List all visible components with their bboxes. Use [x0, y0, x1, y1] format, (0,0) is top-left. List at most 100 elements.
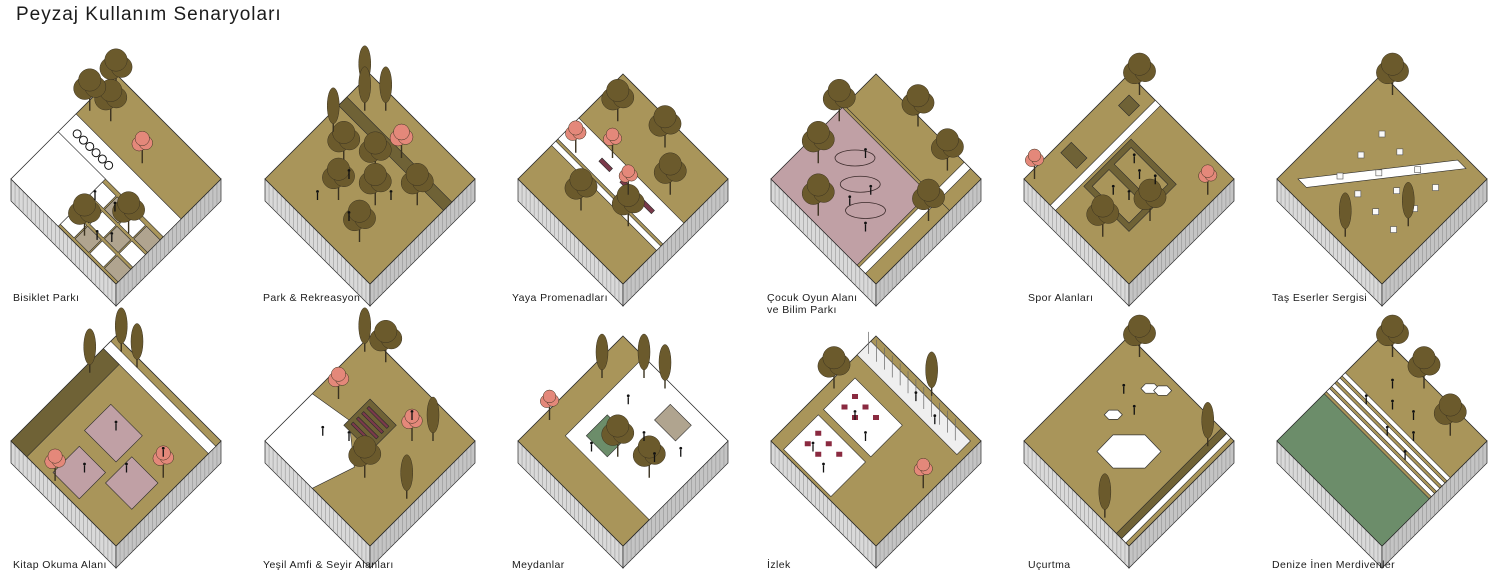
scenario-caption: Kitap Okuma Alanı: [13, 559, 107, 571]
person-icon: [347, 431, 351, 441]
kite-field: [1096, 434, 1162, 469]
person-icon: [864, 221, 867, 232]
tile-base: [10, 178, 222, 307]
tile-content: [10, 307, 217, 510]
stone-artifact: [1375, 169, 1383, 177]
person-icon: [864, 431, 867, 441]
caption-line: ve Bilim Parkı: [767, 304, 837, 316]
person-icon: [914, 391, 918, 402]
exhibit-panel: [873, 415, 879, 420]
terrace: [10, 348, 120, 458]
tree-icon: [348, 435, 382, 478]
cypress-tree-icon: [1098, 473, 1112, 518]
tile-content: [551, 79, 687, 251]
stone-artifact: [1414, 166, 1421, 173]
stair-step: [1341, 372, 1451, 482]
play-ring: [839, 175, 881, 193]
stage-pad: [654, 403, 692, 442]
caption-line: Uçurtma: [1028, 559, 1071, 571]
tree-icon: [1123, 52, 1156, 95]
tree-icon: [648, 105, 682, 148]
tree-icon: [1086, 194, 1120, 237]
person-icon: [869, 184, 873, 195]
person-icon: [1153, 174, 1157, 185]
tree-icon: [1133, 178, 1167, 221]
cypress-tree-icon: [595, 333, 609, 378]
caption-line: Çocuk Oyun Alanı: [767, 292, 858, 304]
person-icon: [389, 190, 393, 200]
scenario-tile: [10, 307, 222, 569]
bicycle-icon: [78, 135, 88, 145]
amfi-step: [361, 411, 385, 435]
hex-pad: [1153, 385, 1173, 396]
person-icon: [95, 230, 99, 240]
cypress-tree-icon: [400, 454, 413, 499]
person-icon: [1385, 425, 1389, 436]
blossom-tree-icon: [603, 127, 622, 158]
tree-icon: [901, 84, 935, 127]
person-icon: [822, 462, 825, 473]
scenario-tile: [1276, 314, 1488, 569]
tile-base: [1023, 440, 1235, 569]
blossom-tree-icon: [44, 448, 66, 481]
person-icon: [1132, 153, 1136, 164]
exhibit-panel: [841, 404, 848, 410]
person-icon: [1111, 184, 1115, 195]
blossom-tree-icon: [618, 164, 638, 195]
plaza: [10, 131, 106, 227]
bike-lane: [57, 113, 182, 238]
blossom-tree-icon: [913, 458, 933, 489]
plaza-grid-cell: [104, 255, 132, 283]
pad: [1118, 94, 1140, 117]
scenario-caption: İzlek: [767, 559, 791, 571]
tile-content: [264, 307, 440, 499]
exhibit-panel: [804, 441, 811, 447]
cypress-tree-icon: [130, 323, 144, 368]
path: [102, 340, 217, 455]
tree-icon: [1376, 52, 1409, 95]
stone-artifact: [1378, 130, 1386, 138]
stair-step: [1336, 377, 1446, 487]
person-icon: [347, 169, 351, 179]
tree-icon: [327, 121, 361, 164]
person-icon: [1127, 190, 1131, 200]
blossom-tree-icon: [1025, 148, 1044, 179]
scenario-tile: [517, 333, 729, 569]
person-icon: [1412, 431, 1415, 441]
person-icon: [853, 410, 857, 420]
scenario-caption: Uçurtma: [1028, 559, 1070, 571]
person-icon: [1132, 404, 1136, 415]
scenario-caption: Bisiklet Parkı: [13, 292, 79, 304]
caption-line: İzlek: [767, 559, 791, 571]
tree-icon: [817, 346, 851, 389]
blossom-tree-icon: [327, 366, 350, 399]
path: [1049, 99, 1161, 211]
person-icon: [626, 394, 630, 405]
sea: [1276, 393, 1430, 547]
person-icon: [590, 441, 593, 452]
tree-icon: [400, 163, 434, 206]
tile-content: [783, 331, 971, 498]
cypress-tree-icon: [358, 307, 371, 352]
caption-line: Yaya Promenadları: [512, 292, 608, 304]
cypress-tree-icon: [379, 66, 392, 111]
tree-icon: [912, 178, 945, 221]
tree-icon: [801, 173, 835, 216]
stair-step: [1325, 388, 1435, 498]
pergola-walkway: [856, 340, 971, 456]
tree-icon: [931, 128, 964, 171]
caption-line: Taş Eserler Sergisi: [1272, 292, 1368, 304]
tree-icon: [601, 79, 635, 122]
caption-line: Denize İnen Merdivenler: [1272, 559, 1396, 571]
exhibit-panel: [862, 404, 869, 410]
person-icon: [1391, 399, 1394, 410]
exhibit-panel: [815, 451, 822, 457]
stone-artifact: [1393, 187, 1400, 194]
scenario-caption: Denize İnen Merdivenler: [1272, 559, 1395, 571]
person-icon: [113, 201, 117, 212]
blossom-tree-icon: [131, 131, 153, 164]
bicycle-icon: [91, 148, 101, 158]
scenario-tile: [264, 307, 476, 569]
